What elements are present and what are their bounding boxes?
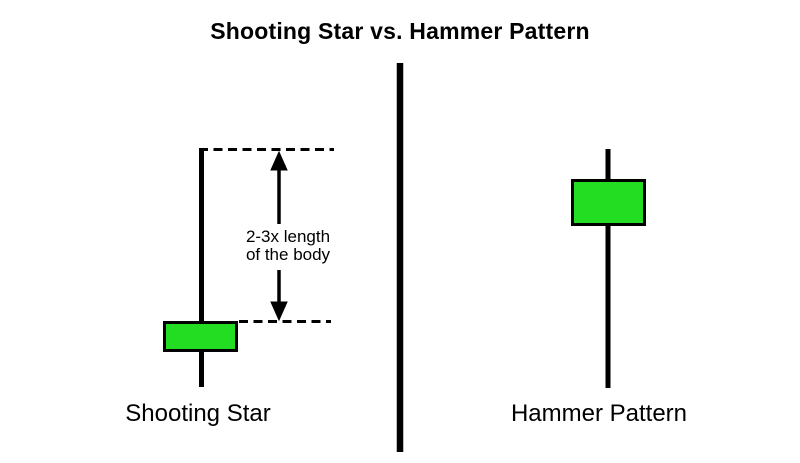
annotation-line-2: of the body — [245, 245, 331, 264]
shooting-star-label: Shooting Star — [125, 400, 271, 427]
hammer-pattern-label: Hammer Pattern — [510, 400, 688, 427]
up-arrow-icon — [270, 150, 288, 224]
page-title: Shooting Star vs. Hammer Pattern — [210, 18, 590, 44]
shooting-star-body — [163, 321, 238, 352]
down-arrow-icon — [270, 270, 288, 322]
hammer-body — [571, 179, 646, 226]
annotation-line-1: 2-3x length — [245, 227, 331, 246]
shadow-length-annotation: 2-3x length of the body — [217, 228, 359, 264]
